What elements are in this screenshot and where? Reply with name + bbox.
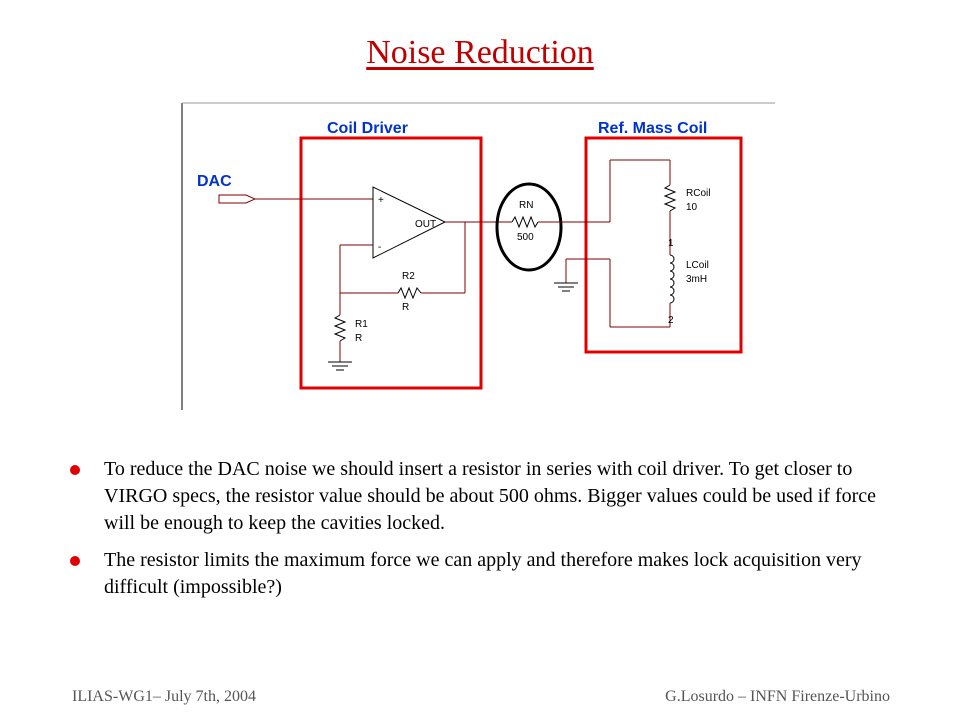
lcoil-name-label: LCoil: [686, 260, 709, 271]
pin-1-label: 1: [668, 238, 674, 249]
coil-driver-highlight-box: [299, 136, 483, 390]
bullet-text: The resistor limits the maximum force we…: [104, 549, 862, 598]
bullet-text: To reduce the DAC noise we should insert…: [104, 458, 877, 534]
rn-resistor-symbol: [511, 215, 539, 229]
r1-value-label: R: [355, 333, 362, 344]
rcoil-value-label: 10: [686, 202, 698, 213]
lcoil-inductor-symbol: [669, 254, 675, 304]
bullet-item: The resistor limits the maximum force we…: [70, 547, 890, 601]
bullet-dot-icon: [70, 465, 80, 475]
footer-left: ILIAS-WG1– July 7th, 2004: [72, 688, 256, 705]
bullet-dot-icon: [70, 556, 80, 566]
rn-value-label: 500: [517, 232, 534, 243]
rcoil-name-label: RCoil: [686, 188, 710, 199]
ref-mass-coil-highlight-box: [584, 136, 743, 354]
r2-resistor-symbol: [397, 286, 422, 300]
circuit-schematic: Coil Driver Ref. Mass Coil DAC + - OUT R…: [181, 102, 775, 410]
r1-name-label: R1: [355, 319, 368, 330]
opamp-symbol: [372, 186, 447, 259]
r2-name-label: R2: [402, 271, 415, 282]
dac-port-symbol: [218, 194, 257, 204]
r1-resistor-symbol: [333, 314, 347, 342]
bullet-item: To reduce the DAC noise we should insert…: [70, 456, 890, 537]
footer-right: G.Losurdo – INFN Firenze-Urbino: [665, 688, 890, 705]
opamp-plus-label: +: [378, 195, 384, 206]
ref-mass-coil-label: Ref. Mass Coil: [598, 120, 707, 137]
pin-2-label: 2: [668, 315, 674, 326]
rn-highlight-circle: [495, 182, 563, 272]
rcoil-resistor-symbol: [663, 184, 677, 212]
dac-label: DAC: [197, 173, 232, 190]
lcoil-value-label: 3mH: [686, 274, 707, 285]
rn-name-label: RN: [519, 200, 533, 211]
opamp-out-label: OUT: [415, 219, 436, 230]
slide-title: Noise Reduction: [366, 34, 594, 71]
coil-driver-label: Coil Driver: [327, 120, 408, 137]
r2-value-label: R: [402, 302, 409, 313]
opamp-minus-label: -: [378, 242, 381, 253]
bullet-list: To reduce the DAC noise we should insert…: [70, 456, 890, 611]
